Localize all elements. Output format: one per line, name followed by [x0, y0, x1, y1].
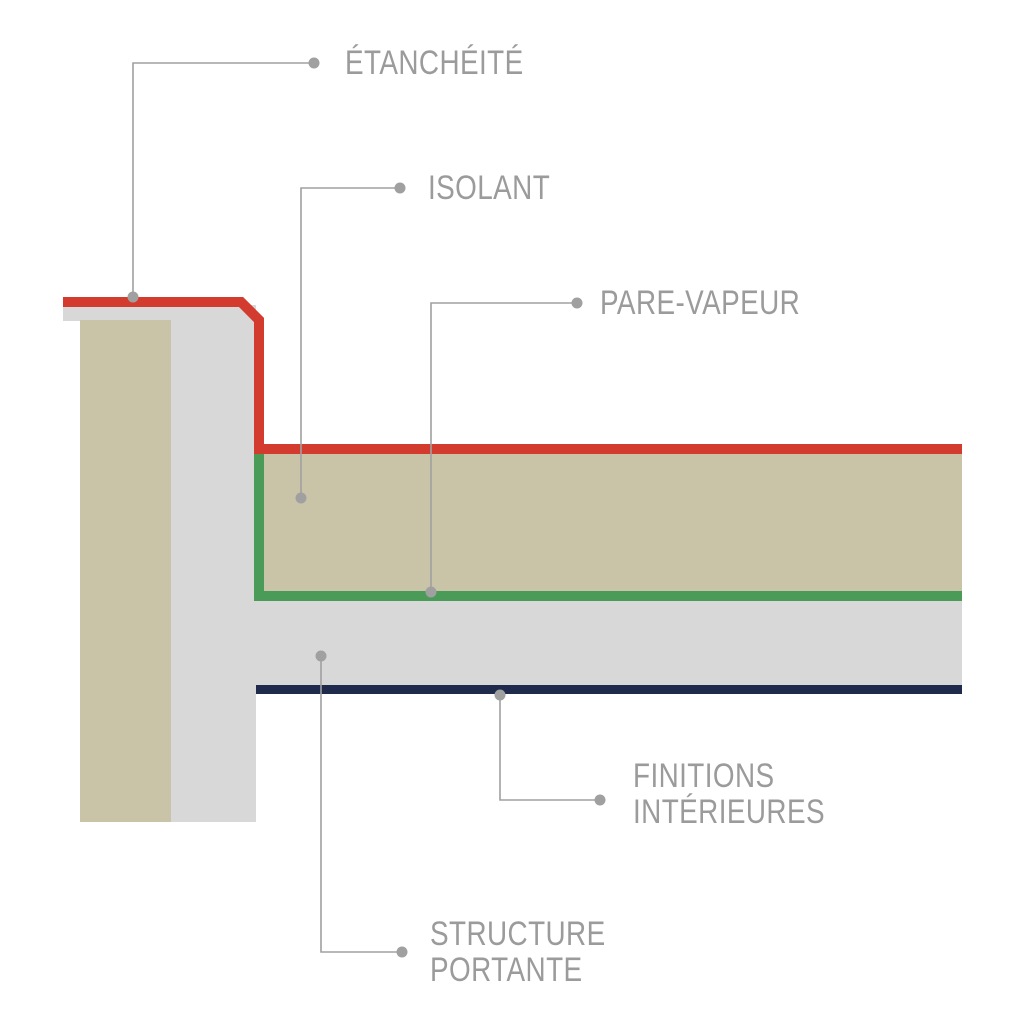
waterproofing-membrane	[63, 297, 962, 454]
leader-dot	[571, 297, 583, 309]
structure-wall	[171, 305, 256, 822]
leader-dot	[127, 291, 139, 303]
label-pare-vapeur: PARE-VAPEUR	[600, 284, 801, 322]
leader-finitions	[499, 692, 600, 801]
leader-dot	[394, 182, 406, 194]
interior-finish	[256, 685, 962, 694]
label-etancheite: ÉTANCHÉITÉ	[345, 44, 524, 82]
leader-etancheite	[132, 62, 314, 297]
leader-structure	[320, 656, 402, 953]
label-finitions-line1: FINITIONS	[633, 757, 775, 795]
leader-isolant	[300, 187, 400, 498]
roof-insulation	[262, 452, 962, 593]
leader-dot	[295, 492, 307, 504]
label-structure-line1: STRUCTURE	[430, 915, 606, 953]
label-isolant: ISOLANT	[428, 169, 551, 207]
leader-dot	[494, 689, 506, 701]
leader-pare-vapeur	[430, 302, 577, 592]
leader-dot	[308, 57, 320, 69]
wall-insulation	[80, 320, 171, 822]
label-structure-line2: PORTANTE	[430, 951, 583, 989]
leader-dot	[425, 586, 437, 598]
leader-dot	[594, 794, 606, 806]
leader-dot	[315, 650, 327, 662]
leader-dot	[396, 946, 408, 958]
structure-slab	[255, 596, 962, 687]
label-finitions-line2: INTÉRIEURES	[633, 793, 825, 831]
vapor-barrier	[254, 454, 962, 601]
